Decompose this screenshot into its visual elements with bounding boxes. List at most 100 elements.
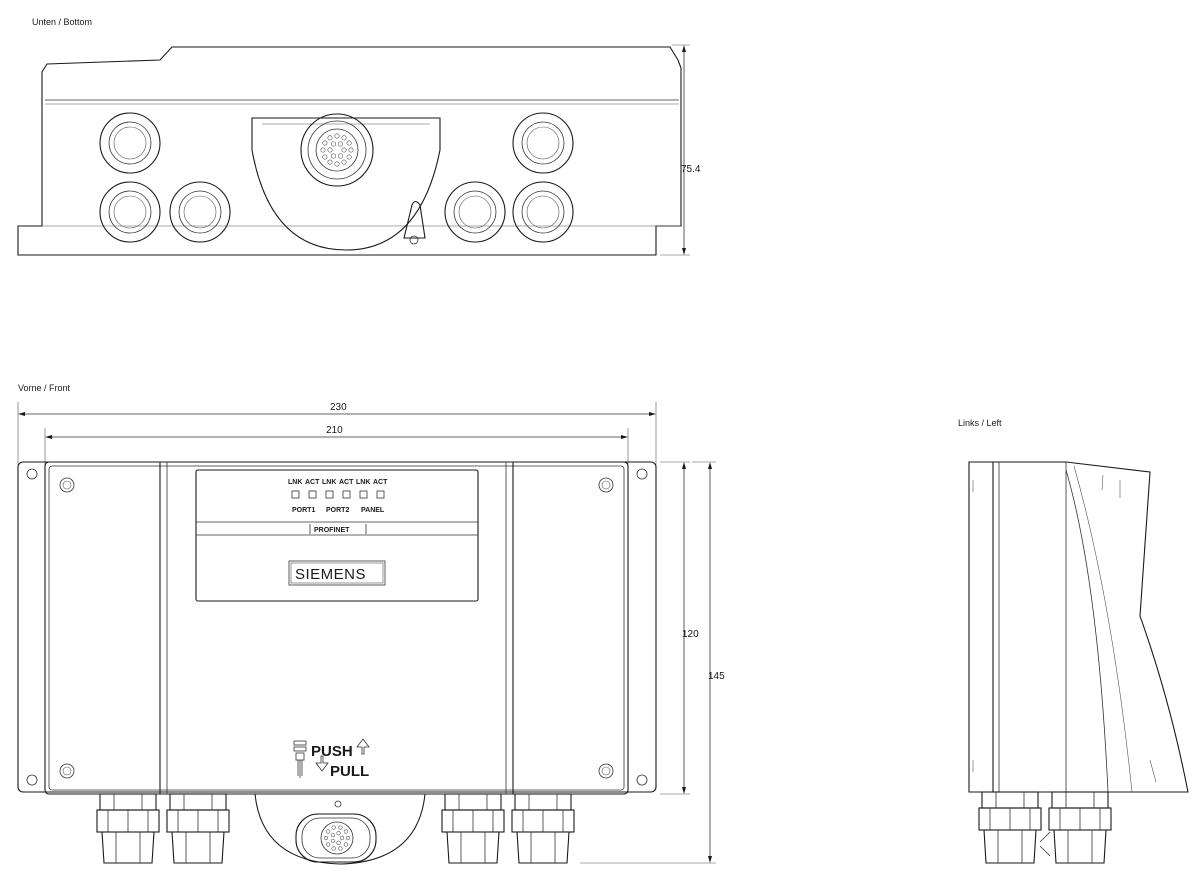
led-panel-link bbox=[359, 490, 368, 499]
bottom-view-label: Unten / Bottom bbox=[32, 17, 92, 27]
connector-pin bbox=[323, 835, 329, 841]
dimension-body-height: 120 bbox=[660, 461, 699, 795]
connector-pin bbox=[331, 825, 336, 830]
push-text: PUSH bbox=[311, 743, 353, 760]
connector-pin bbox=[338, 825, 343, 830]
connector-pins bbox=[320, 133, 354, 167]
front-cable-gland-3 bbox=[441, 793, 505, 864]
profinet-label: PROFINET bbox=[314, 527, 350, 534]
left-housing-outline bbox=[968, 461, 1189, 793]
led-label-act-3: ACT bbox=[373, 479, 388, 486]
port-label-panel: PANEL bbox=[361, 507, 385, 514]
front-view: Vorne / Front 230 210 bbox=[17, 383, 725, 865]
push-pull-label: PUSH PULL bbox=[293, 738, 370, 780]
left-cable-gland-2 bbox=[1048, 791, 1112, 864]
connector-pin bbox=[348, 147, 354, 153]
siemens-logo: SIEMENS bbox=[288, 560, 386, 586]
led-port1-activity bbox=[308, 490, 317, 499]
front-cable-glands bbox=[96, 793, 575, 864]
led-port2-activity bbox=[342, 490, 351, 499]
connector-pin bbox=[337, 153, 343, 159]
front-cable-gland-2 bbox=[166, 793, 230, 864]
led-panel-activity bbox=[376, 490, 385, 499]
connector-pin bbox=[341, 135, 347, 141]
dimension-145: 145 bbox=[708, 671, 725, 682]
main-housing-front bbox=[44, 461, 629, 795]
connector-pin bbox=[336, 831, 341, 836]
led-label-act-2: ACT bbox=[339, 479, 354, 486]
led-label-lnk-3: LNK bbox=[356, 479, 370, 486]
connector-pin bbox=[345, 835, 351, 841]
cover-screw-bottom-right bbox=[598, 763, 614, 779]
led-port2-link bbox=[325, 490, 334, 499]
left-view-label: Links / Left bbox=[958, 418, 1002, 428]
connector-hood-bottom bbox=[251, 113, 441, 251]
port-label-port1: PORT1 bbox=[292, 507, 315, 514]
connector-pin bbox=[339, 835, 345, 841]
connector-pin bbox=[327, 159, 333, 165]
arrow-up-icon bbox=[356, 738, 370, 755]
connector-pin bbox=[346, 154, 352, 160]
left-view: Links / Left bbox=[958, 418, 1189, 864]
led-label-act-1: ACT bbox=[305, 479, 320, 486]
connector-pin bbox=[322, 140, 328, 146]
connector-pin bbox=[343, 842, 349, 847]
pull-text: PULL bbox=[330, 763, 369, 780]
connector-pin bbox=[322, 154, 328, 160]
connector-pin bbox=[331, 846, 336, 851]
connector-pin bbox=[334, 133, 340, 139]
connector-pin bbox=[341, 147, 347, 153]
dimension-230: 230 bbox=[330, 402, 347, 413]
cover-screw-bottom-left bbox=[59, 763, 75, 779]
pressure-equalization-element bbox=[403, 200, 426, 245]
connector-plug-icon bbox=[293, 740, 307, 778]
front-cable-gland-4 bbox=[511, 793, 575, 864]
dimension-inner-width: 210 bbox=[44, 425, 629, 465]
connector-pin bbox=[330, 838, 336, 844]
cable-gland-left-bottom bbox=[99, 181, 161, 243]
connector-pin bbox=[337, 141, 343, 147]
dimension-overall-height: 145 bbox=[580, 461, 725, 864]
connector-pins bbox=[323, 825, 351, 851]
connector-pin bbox=[330, 153, 336, 159]
connector-pin bbox=[346, 140, 352, 146]
dimension-210: 210 bbox=[326, 425, 343, 436]
dimension-overall-width: 230 bbox=[17, 402, 657, 465]
brand-text: SIEMENS bbox=[295, 566, 366, 583]
connector-pin bbox=[343, 829, 349, 834]
port-label-port2: PORT2 bbox=[326, 507, 349, 514]
bottom-housing-outline bbox=[17, 46, 682, 256]
cable-gland-left-middle bbox=[169, 181, 231, 243]
led-label-lnk-1: LNK bbox=[288, 479, 302, 486]
connector-pin bbox=[338, 846, 343, 851]
arrow-down-icon bbox=[315, 755, 329, 772]
cable-gland-left-top bbox=[99, 112, 161, 174]
connector-pin bbox=[327, 135, 333, 141]
led-label-lnk-2: LNK bbox=[322, 479, 336, 486]
connector-pin bbox=[327, 147, 333, 153]
connector-pin bbox=[334, 161, 340, 167]
cable-gland-right-bottom bbox=[512, 181, 574, 243]
connector-pin bbox=[326, 842, 331, 847]
cover-screw-top-left bbox=[59, 477, 75, 493]
connector-pin bbox=[341, 159, 347, 165]
connector-hood-front bbox=[254, 793, 426, 865]
connector-pin bbox=[320, 147, 326, 153]
cable-gland-right-middle bbox=[444, 181, 506, 243]
dimension-75-4: 75.4 bbox=[681, 164, 701, 175]
connector-pin bbox=[326, 829, 331, 834]
connector-pin bbox=[330, 141, 336, 147]
front-cable-gland-1 bbox=[96, 793, 160, 864]
front-view-label: Vorne / Front bbox=[18, 383, 71, 393]
dimension-120: 120 bbox=[682, 629, 699, 640]
status-panel: LNK ACT LNK ACT LNK ACT PORT1 PORT2 PANE… bbox=[195, 469, 479, 602]
led-port1-link bbox=[291, 490, 300, 499]
dimension-height-bottom: 75.4 bbox=[660, 44, 701, 256]
connector-pin bbox=[330, 832, 336, 838]
connector-pin bbox=[336, 840, 341, 845]
left-cable-gland-1 bbox=[978, 791, 1042, 864]
bottom-view: Unten / Bottom bbox=[17, 17, 701, 256]
cover-screw-top-right bbox=[598, 477, 614, 493]
cable-gland-right-top bbox=[512, 112, 574, 174]
